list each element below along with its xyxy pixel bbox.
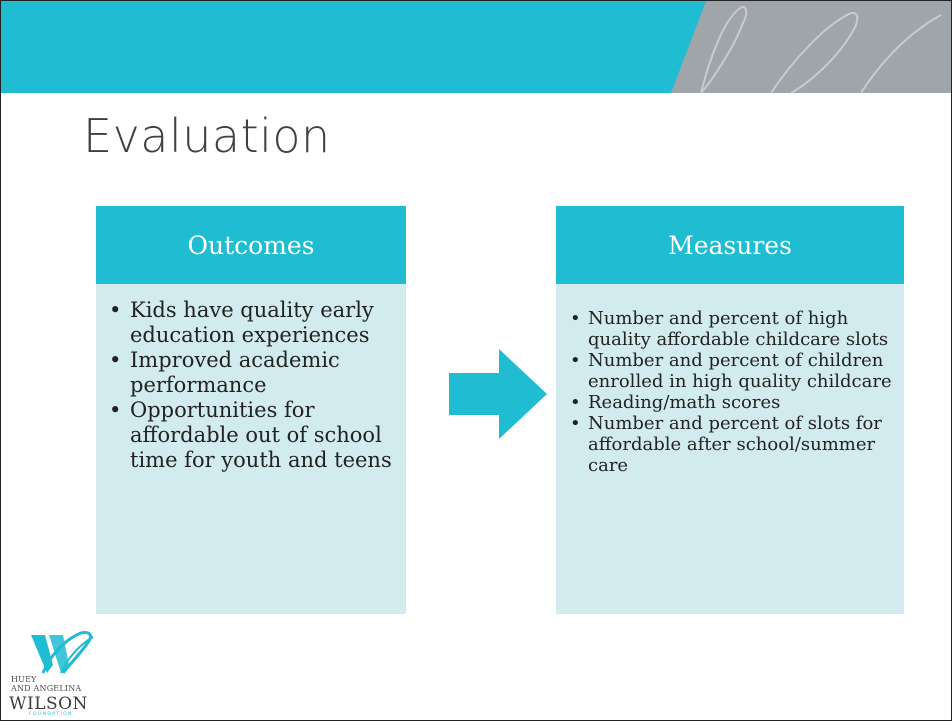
list-item-text: Number and percent of slots for affordab… xyxy=(588,413,882,476)
list-item: • Number and percent of high quality affo… xyxy=(570,308,894,350)
list-item: • Number and percent of slots for afforda… xyxy=(570,413,894,476)
measures-panel: • Number and percent of high quality affo… xyxy=(556,284,904,614)
bullet-icon: • xyxy=(109,298,122,322)
bullet-icon: • xyxy=(570,350,581,371)
logo-line-foundation: FOUNDATION xyxy=(29,712,73,717)
bullet-icon: • xyxy=(570,392,581,413)
slide-title: Evaluation xyxy=(83,109,331,163)
bullet-icon: • xyxy=(570,413,581,434)
list-item: • Reading/math scores xyxy=(570,392,894,413)
outcomes-list: • Kids have quality early education exper… xyxy=(109,298,394,473)
list-item-text: Opportunities for affordable out of scho… xyxy=(130,398,392,472)
list-item: • Improved academic performance xyxy=(109,348,394,398)
w-watermark-icon xyxy=(671,1,951,93)
list-item-text: Reading/math scores xyxy=(588,392,781,413)
bullet-icon: • xyxy=(109,348,122,372)
bullet-icon: • xyxy=(570,308,581,329)
bullet-icon: • xyxy=(109,398,122,422)
list-item-text: Number and percent of high quality affor… xyxy=(588,308,889,350)
measures-list: • Number and percent of high quality affo… xyxy=(570,308,894,476)
foundation-logo: HUEY AND ANGELINA WILSON FOUNDATION xyxy=(9,629,99,719)
list-item-text: Improved academic performance xyxy=(130,348,340,397)
list-item-text: Number and percent of children enrolled … xyxy=(588,350,892,392)
measures-header: Measures xyxy=(556,206,904,284)
list-item: • Number and percent of children enrolled… xyxy=(570,350,894,392)
list-item-text: Kids have quality early education experi… xyxy=(130,298,374,347)
logo-line-huey: HUEY xyxy=(11,675,37,684)
logo-line-wilson: WILSON xyxy=(9,694,88,714)
w-logo-icon xyxy=(31,631,94,674)
right-arrow-icon xyxy=(449,349,547,439)
list-item: • Kids have quality early education exper… xyxy=(109,298,394,348)
logo-line-angelina: AND ANGELINA xyxy=(11,684,82,693)
outcomes-panel: • Kids have quality early education exper… xyxy=(96,284,406,614)
list-item: • Opportunities for affordable out of sch… xyxy=(109,398,394,473)
outcomes-header: Outcomes xyxy=(96,206,406,284)
